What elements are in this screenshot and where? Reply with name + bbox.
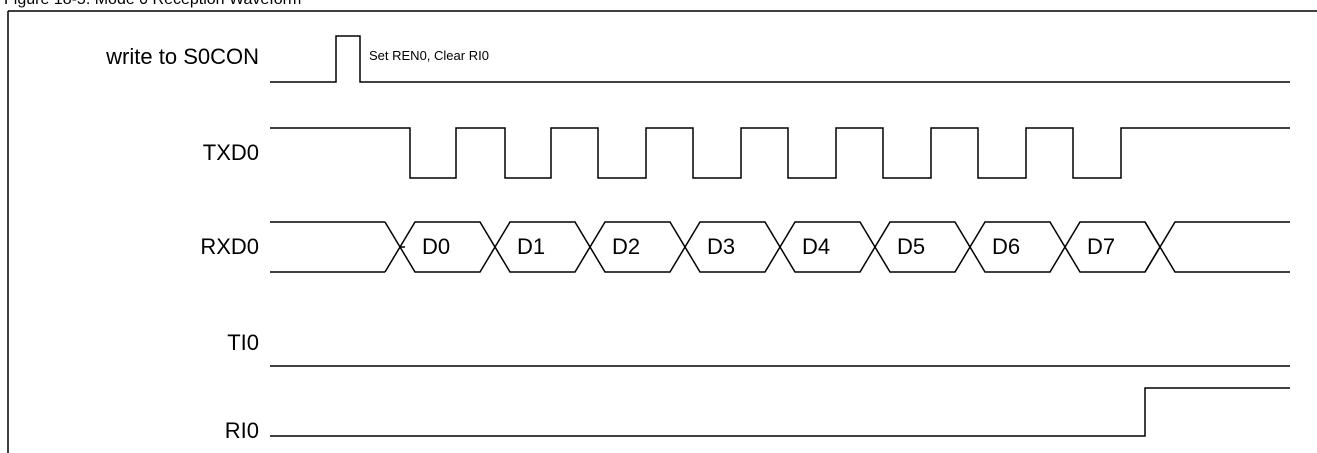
figure-caption: Figure 18-5. Mode 0 Reception Waveform [4,0,301,9]
rxd0-bit-label: D0 [422,234,451,259]
signal-label-ti0: TI0 [227,330,259,355]
rxd0-bit-label: D1 [517,234,546,259]
rxd0-bit-label: D7 [1087,234,1116,259]
signal-label-s0con: write to S0CON [106,44,259,69]
signal-label-rxd0: RXD0 [200,234,259,259]
signal-label-txd0: TXD0 [202,140,259,165]
rxd0-bit-label: D4 [802,234,831,259]
ri0-waveform [270,387,1290,437]
rxd0-bit-label: D3 [707,234,736,259]
rxd0-waveform [270,221,1290,273]
txd0-waveform [270,127,1290,179]
s0con-write-waveform [270,35,1290,83]
rxd0-bit-label: D2 [612,234,641,259]
s0con-note: Set REN0, Clear RI0 [369,48,489,63]
rxd0-bit-label: D6 [992,234,1021,259]
rxd0-bit-label: D5 [897,234,926,259]
signal-label-ri0: RI0 [224,418,259,443]
